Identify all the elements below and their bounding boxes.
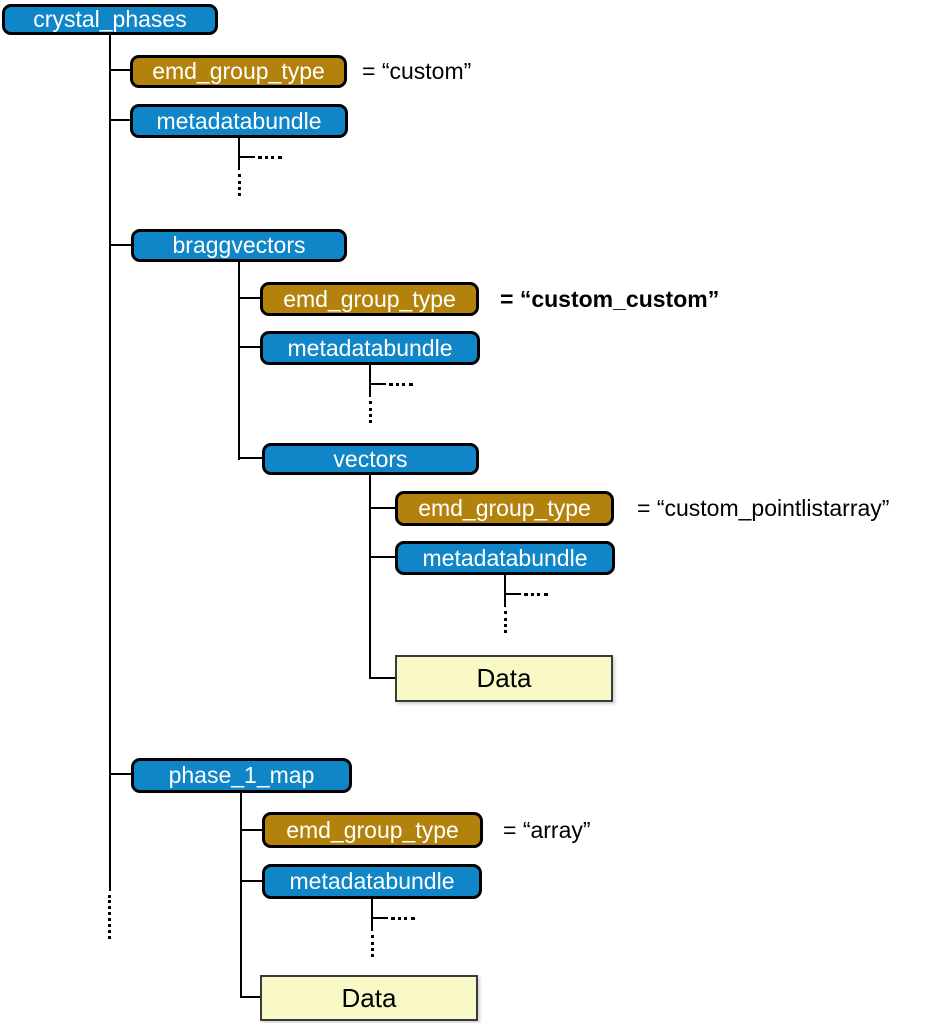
truncation-ellipsis-vertical xyxy=(238,174,241,196)
branch-line-phase-1-map xyxy=(109,773,133,775)
branch-line-emd-group-type-4 xyxy=(240,829,264,831)
branch-line-metadatabundle-2 xyxy=(238,346,262,348)
truncation-branch-line xyxy=(369,383,386,385)
attribute-box-emd-group-type: emd_group_type xyxy=(395,491,614,526)
attribute-box-emd-group-type: emd_group_type xyxy=(260,282,479,316)
branch-line-emd-group-type-3 xyxy=(369,507,397,509)
group-box-vectors: vectors xyxy=(262,443,479,475)
attribute-value-array: = “array” xyxy=(503,816,591,843)
truncation-branch-line xyxy=(238,156,255,158)
dataset-box-data: Data xyxy=(260,975,478,1021)
dataset-box-data: Data xyxy=(395,655,613,702)
branch-line-metadatabundle-1 xyxy=(109,119,132,121)
truncation-ellipsis-vertical xyxy=(504,611,507,633)
attribute-box-emd-group-type: emd_group_type xyxy=(130,55,347,88)
main-trunk-line xyxy=(109,34,111,891)
group-box-metadatabundle: metadatabundle xyxy=(260,331,480,365)
branch-line-metadatabundle-4 xyxy=(240,880,264,882)
main-trunk-continuation-dots xyxy=(108,895,111,939)
attribute-box-emd-group-type: emd_group_type xyxy=(262,812,483,848)
group-box-metadatabundle: metadatabundle xyxy=(130,104,348,138)
truncation-stem-line xyxy=(371,899,373,931)
truncation-ellipsis-vertical xyxy=(371,935,374,957)
braggvectors-trunk-line xyxy=(238,261,240,460)
truncation-branch-line xyxy=(504,593,521,595)
branch-line-emd-group-type-1 xyxy=(109,69,132,71)
truncation-ellipsis-horizontal xyxy=(391,917,415,920)
group-box-metadatabundle: metadatabundle xyxy=(262,864,482,899)
branch-line-vectors xyxy=(238,457,264,459)
branch-line-metadatabundle-3 xyxy=(369,556,397,558)
attribute-value-custom: = “custom” xyxy=(362,58,472,84)
group-box-crystal-phases: crystal_phases xyxy=(2,4,218,35)
truncation-ellipsis-horizontal xyxy=(524,593,548,596)
branch-line-data-vectors xyxy=(369,677,397,679)
attribute-value-custom-custom: = “custom_custom” xyxy=(500,285,720,312)
truncation-stem-line xyxy=(504,575,506,607)
vectors-trunk-line xyxy=(369,474,371,679)
branch-line-emd-group-type-2 xyxy=(238,297,262,299)
branch-line-data-phase-1-map xyxy=(240,996,262,998)
truncation-ellipsis-vertical xyxy=(369,401,372,423)
group-box-phase-1-map: phase_1_map xyxy=(131,758,352,793)
truncation-branch-line xyxy=(371,917,388,919)
branch-line-braggvectors xyxy=(109,244,133,246)
attribute-value-custom-pointlistarray: = “custom_pointlistarray” xyxy=(637,495,890,521)
phase-1-map-trunk-line xyxy=(240,792,242,998)
truncation-ellipsis-horizontal xyxy=(389,383,413,386)
truncation-stem-line xyxy=(369,365,371,397)
group-box-metadatabundle: metadatabundle xyxy=(395,541,615,575)
truncation-ellipsis-horizontal xyxy=(258,156,282,159)
group-box-braggvectors: braggvectors xyxy=(131,229,347,262)
truncation-stem-line xyxy=(238,138,240,170)
